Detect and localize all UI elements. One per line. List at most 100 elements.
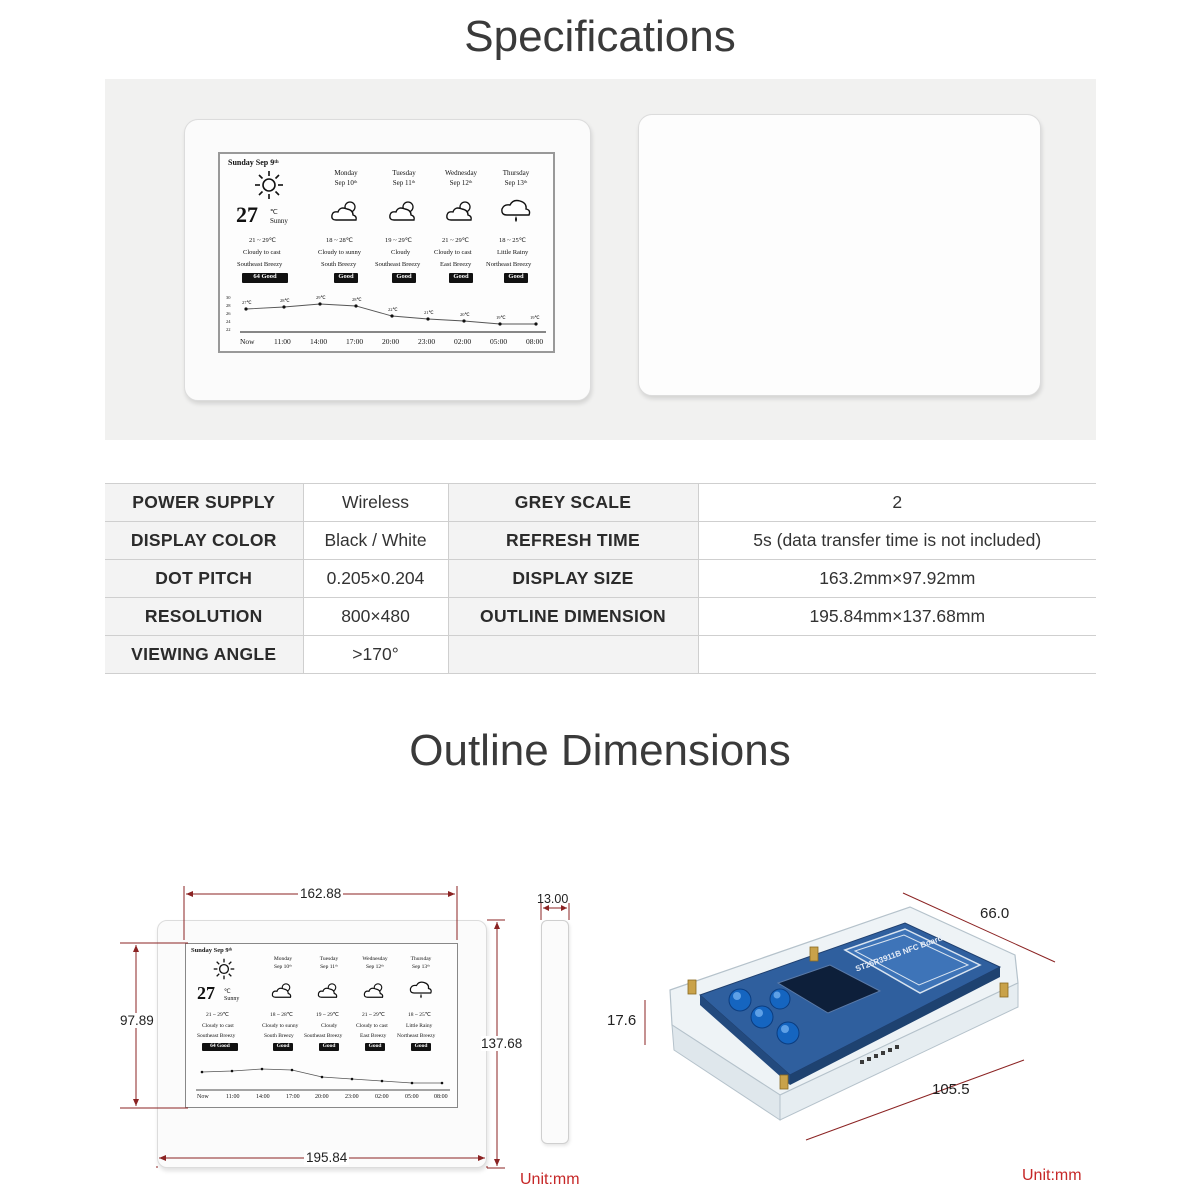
outline-width-label: 195.84 xyxy=(304,1150,350,1165)
spec-label: GREY SCALE xyxy=(448,483,699,522)
forecast-description: Cloudy xyxy=(391,249,411,256)
mini-forecast-wind: Northeast Breezy xyxy=(397,1033,436,1039)
spec-label xyxy=(448,635,699,674)
partly-cloudy-icon xyxy=(331,201,357,221)
mini-today-condition: Sunny xyxy=(224,996,240,1002)
mini-forecast-date: Sep 10ᵗʰ xyxy=(274,964,292,970)
spec-label: REFRESH TIME xyxy=(448,521,699,560)
forecast-wind: Northeast Breezy xyxy=(486,261,532,268)
forecast-day-name: Wednesday xyxy=(444,169,478,177)
mini-trend-time: 11:00 xyxy=(226,1094,240,1100)
spec-value: 5s (data transfer time is not included) xyxy=(698,521,1096,560)
mini-forecast-description: Cloudy xyxy=(321,1023,338,1029)
mini-forecast-aqi: Good xyxy=(273,1043,293,1051)
mini-today-wind: Southeast Breezy xyxy=(197,1033,236,1039)
trend-time: 14:00 xyxy=(310,337,328,346)
trend-time: 17:00 xyxy=(346,337,364,346)
forecast-aqi-badge: Good xyxy=(449,273,473,283)
product-photo-panel: Sunday Sep 9ᵗʰ 27 ℃ Sunny 21 ~ 29℃ Cloud… xyxy=(105,79,1096,440)
trend-time: 05:00 xyxy=(490,337,508,346)
outline-screen: Sunday Sep 9ᵗʰ 27 ℃ Sunny 21 ~ 29℃ Cloud… xyxy=(185,943,458,1108)
spec-value: 2 xyxy=(698,483,1096,522)
rain-cloud-icon xyxy=(501,199,531,222)
spec-value: 195.84mm×137.68mm xyxy=(698,597,1096,636)
trend-point-label: 22℃ xyxy=(388,307,398,312)
spec-value xyxy=(698,635,1096,674)
mini-trend-time: Now xyxy=(197,1094,209,1100)
mini-forecast-description: Cloudy to sunny xyxy=(262,1023,299,1029)
mini-trend-time: 05:00 xyxy=(405,1094,419,1100)
spec-label: OUTLINE DIMENSION xyxy=(448,597,699,636)
partly-cloudy-icon xyxy=(317,983,338,998)
forecast-day-name: Tuesday xyxy=(392,169,416,177)
mini-today-description: Cloudy to cast xyxy=(202,1023,234,1029)
epaper-screen: Sunday Sep 9ᵗʰ 27 ℃ Sunny 21 ~ 29℃ Cloud… xyxy=(218,152,555,353)
today-condition: Sunny xyxy=(270,217,288,225)
forecast-day-name: Monday xyxy=(334,169,358,177)
forecast-description: Little Rainy xyxy=(497,249,529,256)
forecast-wind: Southeast Breezy xyxy=(375,261,421,268)
thickness-label: 13.00 xyxy=(537,892,569,906)
trend-point-label: 21℃ xyxy=(424,310,434,315)
today-range: 21 ~ 29℃ xyxy=(249,237,277,244)
forecast-day-date: Sep 13ᵗʰ xyxy=(504,179,528,187)
mini-today-temperature: 27 xyxy=(197,983,215,1003)
mini-forecast-day: Tuesday xyxy=(319,956,339,962)
forecast-aqi-badge: Good xyxy=(334,273,358,283)
mini-forecast-aqi: Good xyxy=(411,1043,431,1051)
forecast-aqi-badge: Good xyxy=(504,273,528,283)
trend-time: 11:00 xyxy=(274,337,291,346)
mini-today-range: 21 ~ 29℃ xyxy=(206,1012,229,1018)
partly-cloudy-icon xyxy=(446,201,472,221)
spec-value: 800×480 xyxy=(303,597,449,636)
mini-forecast-range: 18 ~ 28℃ xyxy=(270,1012,293,1018)
spec-label: DISPLAY SIZE xyxy=(448,559,699,598)
forecast-aqi-badge: Good xyxy=(392,273,416,283)
trend-point-label: 19℃ xyxy=(496,315,506,320)
outline-side-view xyxy=(541,920,569,1144)
partly-cloudy-icon xyxy=(389,201,415,221)
forecast-description: Cloudy to cast xyxy=(434,249,472,256)
today-date: Sunday Sep 9ᵗʰ xyxy=(228,158,279,167)
specifications-heading: Specifications xyxy=(464,12,736,61)
trend-point-label: 20℃ xyxy=(460,312,470,317)
trend-point-label: 29℃ xyxy=(316,295,326,300)
trend-time: 08:00 xyxy=(526,337,544,346)
display-width-label: 162.88 xyxy=(298,886,344,901)
mini-trend-time: 08:00 xyxy=(434,1094,448,1100)
spec-label: RESOLUTION xyxy=(105,597,304,636)
trend-axis-label: 28 xyxy=(226,303,231,308)
forecast-wind: South Breezy xyxy=(321,261,357,268)
mini-forecast-range: 21 ~ 29℃ xyxy=(362,1012,385,1018)
forecast-wind: East Breezy xyxy=(440,261,472,268)
spec-value: 163.2mm×97.92mm xyxy=(698,559,1096,598)
mini-today-date: Sunday Sep 9ᵗʰ xyxy=(191,947,233,954)
today-aqi-badge: 64 Good xyxy=(242,273,288,283)
spec-label: POWER SUPPLY xyxy=(105,483,304,522)
nfc-board-case-illustration xyxy=(669,906,1019,1121)
display-front-frame: Sunday Sep 9ᵗʰ 27 ℃ Sunny 21 ~ 29℃ Cloud… xyxy=(184,119,591,401)
trend-time: Now xyxy=(240,337,255,346)
mini-trend-time: 20:00 xyxy=(315,1094,329,1100)
forecast-day-date: Sep 11ᵗʰ xyxy=(392,179,416,187)
box-length-label: 105.5 xyxy=(932,1081,970,1098)
partly-cloudy-icon xyxy=(271,983,292,998)
mini-forecast-range: 18 ~ 25℃ xyxy=(408,1012,431,1018)
trend-axis-label: 30 xyxy=(226,295,231,300)
today-temp-unit: ℃ xyxy=(270,208,278,216)
spec-value: Black / White xyxy=(303,521,449,560)
trend-point-label: 27℃ xyxy=(242,300,252,305)
forecast-day-date: Sep 10ᵗʰ xyxy=(334,179,358,187)
display-height-label: 97.89 xyxy=(120,1013,154,1028)
mini-forecast-range: 19 ~ 29℃ xyxy=(316,1012,339,1018)
forecast-range: 18 ~ 28℃ xyxy=(326,237,354,244)
forecast-description: Cloudy to sunny xyxy=(318,249,361,256)
box-height-label: 17.6 xyxy=(607,1012,637,1029)
trend-axis-label: 22 xyxy=(226,327,231,332)
outline-height-label: 137.68 xyxy=(481,1036,523,1051)
mini-forecast-day: Wednesday xyxy=(362,956,388,962)
